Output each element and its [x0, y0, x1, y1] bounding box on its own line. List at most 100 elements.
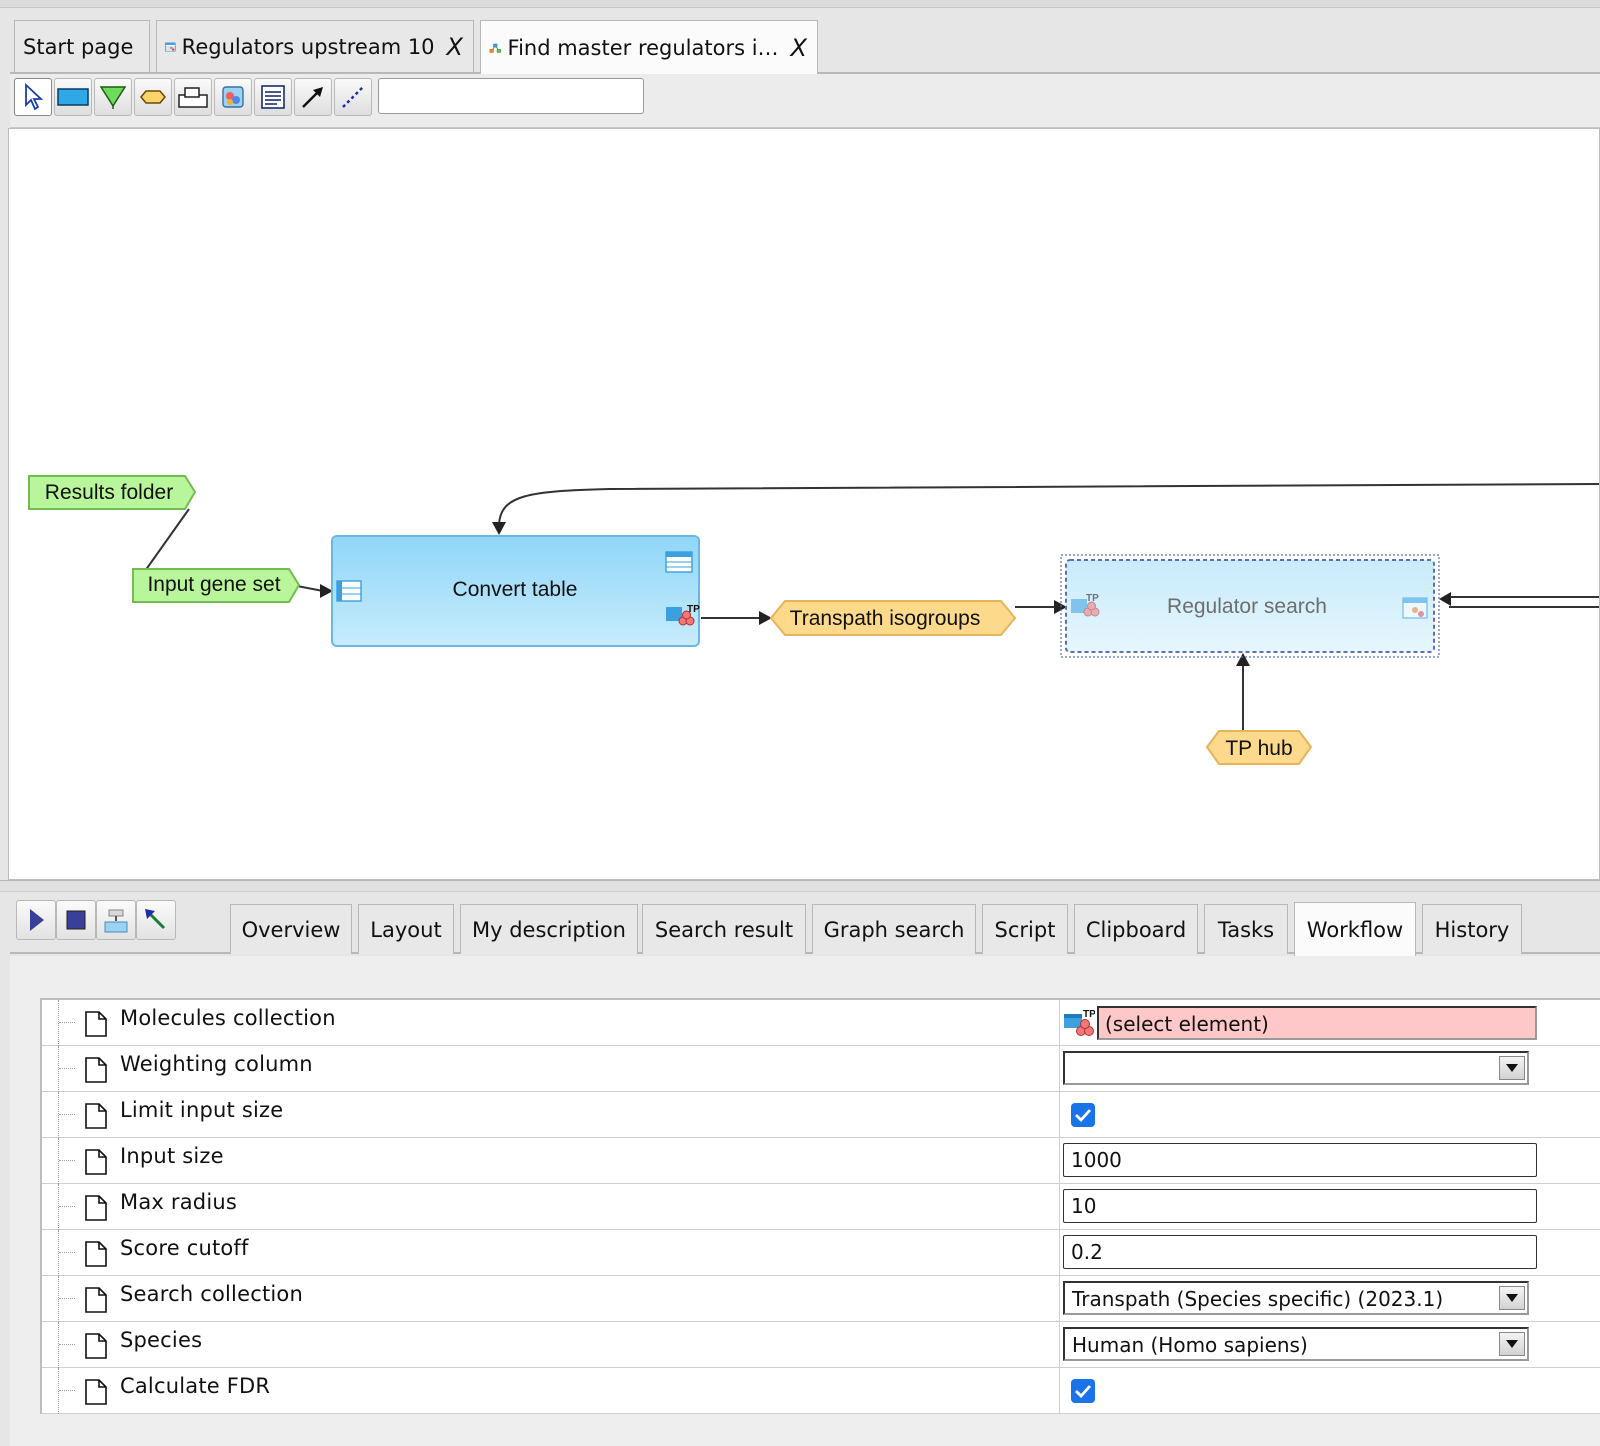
variable-tool-button[interactable] — [134, 78, 172, 116]
select-pointer-icon — [25, 83, 44, 111]
tab-close-icon[interactable]: X — [790, 34, 807, 62]
document-icon — [85, 1103, 107, 1129]
property-row-molecules-collection: Molecules collection TP (select element) — [42, 1000, 1600, 1046]
tp-hub-node[interactable]: TP hub — [1205, 730, 1313, 765]
property-row-limit-input-size: Limit input size — [42, 1092, 1600, 1138]
results-folder-node[interactable]: Results folder — [28, 475, 197, 510]
tab-label: Tasks — [1217, 917, 1275, 942]
select-tool-button[interactable] — [14, 78, 52, 116]
transpath-isogroups-node[interactable]: Transpath isogroups — [769, 600, 1017, 636]
molecules-collection-selector[interactable]: (select element) — [1097, 1006, 1537, 1040]
tab-label: Graph search — [823, 917, 965, 942]
workflow-diagram-canvas[interactable]: Results folder Input gene set Convert ta… — [8, 128, 1600, 880]
link-input-to-convert — [296, 585, 324, 592]
tp-badge: TP — [687, 604, 700, 615]
bottom-panel-bar: Overview Layout My description Search re… — [10, 892, 1600, 956]
convert-table-node[interactable]: Convert table TP — [331, 535, 700, 647]
document-icon — [85, 1379, 107, 1405]
export-button[interactable] — [96, 900, 136, 940]
tab-layout[interactable]: Layout — [358, 904, 454, 954]
analysis-tool-button[interactable] — [54, 78, 92, 116]
document-icon — [85, 1287, 107, 1313]
document-tab-bar: Start page Regulators upstream 10 X Find… — [10, 16, 1600, 75]
link-arrowhead — [1439, 592, 1451, 606]
regulator-search-node[interactable]: Regulator search TP — [1060, 554, 1440, 658]
cycle-tool-button[interactable] — [174, 78, 212, 116]
tab-history[interactable]: History — [1422, 904, 1522, 954]
tab-script[interactable]: Script — [982, 904, 1068, 954]
document-icon — [85, 1057, 107, 1083]
node-label: Regulator search — [1167, 595, 1327, 618]
stop-icon — [66, 910, 86, 930]
link-arrowhead — [320, 584, 333, 598]
link-arrowhead — [1236, 653, 1250, 666]
tab-graph-search[interactable]: Graph search — [812, 904, 976, 954]
tab-label: Regulators upstream 10 — [181, 34, 435, 59]
workflow-diagram: Results folder Input gene set Convert ta… — [28, 475, 1599, 765]
tab-close-icon[interactable]: X — [446, 32, 463, 61]
locate-button[interactable] — [136, 900, 176, 940]
node-label: Input gene set — [147, 573, 280, 596]
diagram-search-input[interactable] — [378, 78, 644, 114]
link-results-to-input — [144, 508, 190, 572]
tab-tasks[interactable]: Tasks — [1204, 904, 1288, 954]
tab-label: Search result — [654, 917, 794, 942]
table-port-icon — [336, 580, 362, 602]
tab-label: My description — [472, 917, 626, 942]
tab-clipboard[interactable]: Clipboard — [1074, 904, 1198, 954]
script-tool-button[interactable] — [214, 78, 252, 116]
property-row-input-size: Input size — [42, 1138, 1600, 1184]
tab-regulators-upstream[interactable]: Regulators upstream 10 X — [156, 20, 474, 72]
transpath-collection-icon: TP — [1064, 1009, 1095, 1036]
search-collection-select[interactable]: Transpath (Species specific) (2023.1) — [1063, 1281, 1529, 1315]
diagram-toolbar — [10, 74, 1600, 128]
tab-overview[interactable]: Overview — [230, 904, 352, 954]
document-icon — [85, 1011, 107, 1037]
tab-label: Layout — [370, 917, 442, 942]
species-select[interactable]: Human (Homo sapiens) — [1063, 1327, 1529, 1361]
input-gene-set-node[interactable]: Input gene set — [132, 568, 301, 603]
result-table-icon — [165, 42, 176, 51]
cycle-box-icon — [178, 87, 208, 108]
property-label: Max radius — [120, 1190, 238, 1214]
calculate-fdr-checkbox[interactable] — [1071, 1379, 1095, 1403]
transpath-input-icon: TP — [1071, 593, 1100, 617]
checkmark-icon — [1075, 1385, 1092, 1399]
checkmark-icon — [1075, 1109, 1092, 1123]
note-icon — [261, 85, 285, 109]
tab-find-master-regulators[interactable]: Find master regulators i… X — [480, 20, 818, 75]
weighting-column-select[interactable] — [1063, 1051, 1529, 1085]
tab-my-description[interactable]: My description — [460, 904, 638, 954]
splitter-bar[interactable] — [0, 880, 1600, 892]
dropdown-arrow-icon[interactable] — [1499, 1056, 1525, 1080]
run-workflow-button[interactable] — [16, 900, 56, 940]
tab-search-result[interactable]: Search result — [642, 904, 806, 954]
stop-workflow-button[interactable] — [56, 900, 96, 940]
tab-label: Start page — [23, 34, 134, 59]
tab-workflow[interactable]: Workflow — [1294, 902, 1416, 956]
property-label: Weighting column — [120, 1052, 313, 1076]
property-row-species: Species Human (Homo sapiens) — [42, 1322, 1600, 1368]
dropdown-arrow-icon[interactable] — [1499, 1332, 1525, 1356]
property-row-calculate-fdr: Calculate FDR — [42, 1368, 1600, 1414]
filter-tool-button[interactable] — [94, 78, 132, 116]
filter-funnel-icon — [99, 86, 127, 109]
limit-input-size-checkbox[interactable] — [1071, 1103, 1095, 1127]
tp-badge: TP — [1083, 1009, 1095, 1020]
arrow-link-tool-button[interactable] — [294, 78, 332, 116]
select-value: Transpath (Species specific) (2023.1) — [1072, 1287, 1444, 1311]
tab-start-page[interactable]: Start page — [14, 20, 150, 72]
link-arrowhead — [492, 522, 506, 535]
note-tool-button[interactable] — [254, 78, 292, 116]
dashed-link-tool-button[interactable] — [334, 78, 372, 116]
property-row-score-cutoff: Score cutoff — [42, 1230, 1600, 1276]
document-icon — [85, 1333, 107, 1359]
document-icon — [85, 1195, 107, 1221]
result-output-icon — [1402, 597, 1428, 619]
property-row-max-radius: Max radius — [42, 1184, 1600, 1230]
input-size-field[interactable] — [1063, 1143, 1537, 1177]
score-cutoff-field[interactable] — [1063, 1235, 1537, 1269]
max-radius-field[interactable] — [1063, 1189, 1537, 1223]
dropdown-arrow-icon[interactable] — [1499, 1286, 1525, 1310]
tab-label: Clipboard — [1085, 917, 1187, 942]
